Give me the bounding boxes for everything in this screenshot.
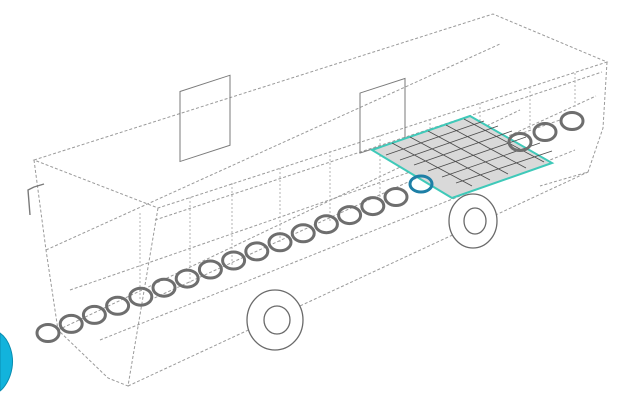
bus-front xyxy=(33,159,159,387)
coil xyxy=(532,122,558,142)
coil xyxy=(58,313,84,334)
charging-pad-outline xyxy=(369,114,555,200)
coil xyxy=(337,205,363,226)
coil xyxy=(35,323,61,343)
front-wheel-rim xyxy=(263,305,291,335)
coil xyxy=(383,187,409,207)
coil-row xyxy=(35,111,585,343)
coil xyxy=(151,277,177,298)
side-mirror xyxy=(27,183,45,216)
coil xyxy=(174,268,200,289)
coil xyxy=(105,295,131,316)
coil xyxy=(128,286,154,307)
coil xyxy=(290,223,316,244)
bus-pillars xyxy=(139,73,576,300)
front-door xyxy=(179,74,231,163)
coil xyxy=(267,232,293,253)
bus-body xyxy=(32,13,609,387)
coil xyxy=(197,259,223,280)
bus-rear xyxy=(539,61,608,187)
active-coil xyxy=(408,174,434,194)
coil xyxy=(221,250,247,271)
rear-wheel-rim xyxy=(463,207,487,235)
coil xyxy=(81,304,107,325)
bus-roof xyxy=(32,13,609,209)
charging-pad xyxy=(369,114,555,200)
bus-window-top xyxy=(154,71,603,221)
charging-pad-grid xyxy=(385,118,553,187)
bus-side-sill xyxy=(127,171,589,387)
coil xyxy=(360,196,386,217)
wheels xyxy=(246,193,498,351)
coil xyxy=(559,111,585,131)
edge-marker xyxy=(0,332,13,392)
coil xyxy=(313,214,339,235)
coil xyxy=(244,241,270,262)
coil xyxy=(507,132,533,152)
